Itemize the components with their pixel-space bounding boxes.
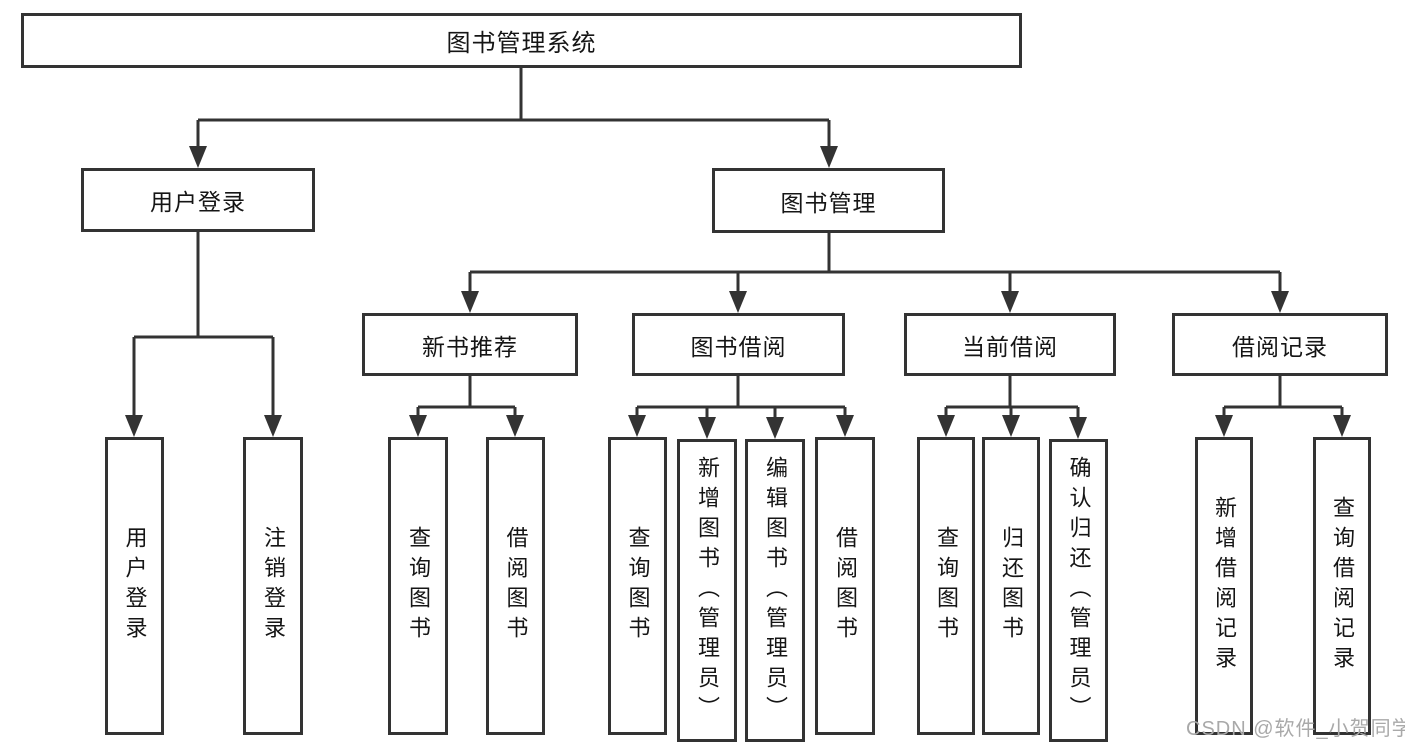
arrow-down-icon bbox=[1215, 415, 1233, 437]
arrow-down-icon bbox=[766, 417, 784, 439]
leaf-label: 查询图书 bbox=[625, 526, 651, 646]
arrow-down-icons bbox=[125, 146, 1351, 439]
leaf-nbr-borrow-book: 借阅图书 bbox=[486, 437, 545, 735]
node-label: 用户登录 bbox=[150, 189, 246, 215]
node-label: 当前借阅 bbox=[962, 333, 1058, 360]
leaf-label: 用户登录 bbox=[122, 526, 148, 646]
leaf-label: 借阅图书 bbox=[503, 526, 529, 646]
arrow-down-icon bbox=[189, 146, 207, 168]
arrow-down-icon bbox=[264, 415, 282, 437]
arrow-down-icon bbox=[125, 415, 143, 437]
leaf-nbr-query-book: 查询图书 bbox=[388, 437, 448, 735]
leaf-bb-query-book: 查询图书 bbox=[608, 437, 667, 735]
arrow-down-icon bbox=[836, 415, 854, 437]
leaf-bb-edit-book-admin: 编辑图书（管理员） bbox=[745, 439, 805, 742]
arrow-down-icon bbox=[506, 415, 524, 437]
leaf-bb-borrow-book: 借阅图书 bbox=[815, 437, 875, 735]
arrow-down-icon bbox=[1333, 415, 1351, 437]
arrow-down-icon bbox=[820, 146, 838, 168]
node-book-management: 图书管理 bbox=[712, 168, 945, 233]
leaf-user-login: 用户登录 bbox=[105, 437, 164, 735]
arrow-down-icon bbox=[698, 417, 716, 439]
leaf-bb-add-book-admin: 新增图书（管理员） bbox=[677, 439, 737, 742]
leaf-label: 查询图书 bbox=[934, 526, 959, 646]
node-book-borrowing: 图书借阅 bbox=[632, 313, 845, 376]
node-user-login: 用户登录 bbox=[81, 168, 315, 232]
leaf-cb-query-book: 查询图书 bbox=[917, 437, 975, 735]
node-label: 图书管理 bbox=[780, 189, 877, 216]
leaf-br-query-record: 查询借阅记录 bbox=[1313, 437, 1371, 735]
arrow-down-icon bbox=[1271, 291, 1289, 313]
leaf-label: 确认归还（管理员） bbox=[1066, 455, 1092, 726]
leaf-label: 注销登录 bbox=[261, 526, 286, 646]
arrow-down-icon bbox=[1001, 291, 1019, 313]
arrow-down-icon bbox=[729, 291, 747, 313]
node-label: 新书推荐 bbox=[422, 333, 518, 360]
arrow-down-icon bbox=[1069, 417, 1087, 439]
arrow-down-icon bbox=[461, 291, 479, 313]
leaf-label: 新增借阅记录 bbox=[1212, 496, 1237, 676]
leaf-label: 借阅图书 bbox=[833, 526, 858, 646]
leaf-label: 新增图书（管理员） bbox=[695, 455, 720, 726]
node-new-book-recommend: 新书推荐 bbox=[362, 313, 578, 376]
leaf-logout: 注销登录 bbox=[243, 437, 303, 735]
arrow-down-icon bbox=[1002, 415, 1020, 437]
leaf-label: 归还图书 bbox=[999, 526, 1024, 646]
node-label: 图书管理系统 bbox=[446, 30, 597, 57]
node-library-management-system: 图书管理系统 bbox=[21, 13, 1022, 68]
arrow-down-icon bbox=[628, 415, 646, 437]
leaf-label: 查询图书 bbox=[406, 526, 431, 646]
leaf-br-add-record: 新增借阅记录 bbox=[1195, 437, 1253, 735]
node-borrowing-records: 借阅记录 bbox=[1172, 313, 1388, 376]
leaf-cb-return-book: 归还图书 bbox=[982, 437, 1040, 735]
leaf-label: 编辑图书（管理员） bbox=[763, 455, 788, 726]
leaf-label: 查询借阅记录 bbox=[1330, 496, 1355, 676]
node-current-borrowing: 当前借阅 bbox=[904, 313, 1116, 376]
leaf-cb-confirm-return-admin: 确认归还（管理员） bbox=[1049, 439, 1108, 742]
connector-path bbox=[132, 68, 1344, 421]
node-label: 图书借阅 bbox=[690, 333, 787, 360]
arrow-down-icon bbox=[937, 415, 955, 437]
node-label: 借阅记录 bbox=[1232, 333, 1328, 360]
arrow-down-icon bbox=[409, 415, 427, 437]
